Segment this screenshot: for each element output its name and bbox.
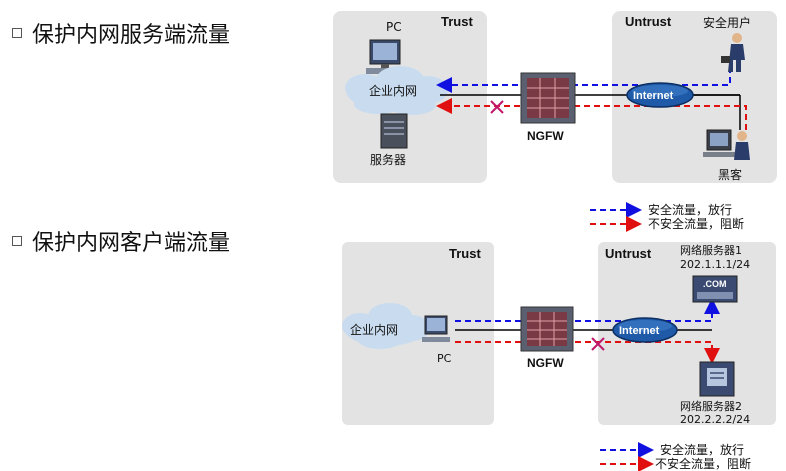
legend-unsafe-label: 不安全流量，阻断 <box>655 456 751 471</box>
bullet-square-icon <box>12 236 22 246</box>
trust-zone-label: Trust <box>441 14 473 29</box>
legend-safe-label: 安全流量，放行 <box>648 202 732 217</box>
pc-icon <box>366 39 406 74</box>
safe-user-label: 安全用户 <box>703 15 751 30</box>
unsafe-flow-arrow <box>436 98 747 130</box>
internet-label: Internet <box>633 90 674 102</box>
malicious-server-icon <box>699 361 735 397</box>
ngfw-label: NGFW <box>527 129 564 143</box>
server1-ip: 202.1.1.1/24 <box>680 258 750 271</box>
block-x-icon <box>591 337 605 351</box>
server-label: 服务器 <box>370 152 406 167</box>
ngfw-label: NGFW <box>527 356 564 370</box>
server2-label: 网络服务器2 <box>680 399 742 413</box>
block-x-icon <box>490 100 504 114</box>
server-icon <box>380 113 408 149</box>
section1-title: 保护内网服务端流量 <box>32 23 231 48</box>
lan-label: 企业内网 <box>369 83 417 98</box>
legend-unsafe-label: 不安全流量，阻断 <box>648 216 744 231</box>
section1-diagram: Trust Untrust PC 企业内网 服务器 <box>333 11 777 183</box>
pc-icon <box>422 315 450 342</box>
legend-1: 安全流量，放行 不安全流量，阻断 <box>590 202 744 232</box>
pc-label: PC <box>386 20 402 34</box>
web-server-icon <box>692 275 738 303</box>
com-label: .COM <box>703 279 727 289</box>
legend-2: 安全流量，放行 不安全流量，阻断 <box>600 442 751 471</box>
ngfw-firewall-icon <box>520 72 576 124</box>
section2-diagram: Trust Untrust 企业内网 PC <box>342 242 776 426</box>
server1-label: 网络服务器1 <box>680 243 742 257</box>
section2-title: 保护内网客户端流量 <box>32 231 231 256</box>
lan-label: 企业内网 <box>350 322 398 337</box>
pc-label: PC <box>437 352 452 365</box>
server2-ip: 202.2.2.2/24 <box>680 413 750 426</box>
trust-zone-label: Trust <box>449 246 481 261</box>
section1-heading: 保护内网服务端流量 <box>12 17 230 49</box>
internet-label: Internet <box>619 325 660 337</box>
untrust-zone-label: Untrust <box>625 14 672 29</box>
hacker-label: 黑客 <box>718 167 742 182</box>
internet-icon <box>612 317 678 343</box>
section2-heading: 保护内网客户端流量 <box>12 225 230 257</box>
ngfw-firewall-icon <box>520 306 574 352</box>
bullet-square-icon <box>12 28 22 38</box>
safe-user-icon <box>721 33 745 72</box>
untrust-zone-label: Untrust <box>605 246 652 261</box>
hacker-icon <box>703 129 750 160</box>
internet-icon <box>626 82 694 108</box>
legend-safe-label: 安全流量，放行 <box>660 442 744 457</box>
lan-cloud-icon <box>342 303 430 349</box>
